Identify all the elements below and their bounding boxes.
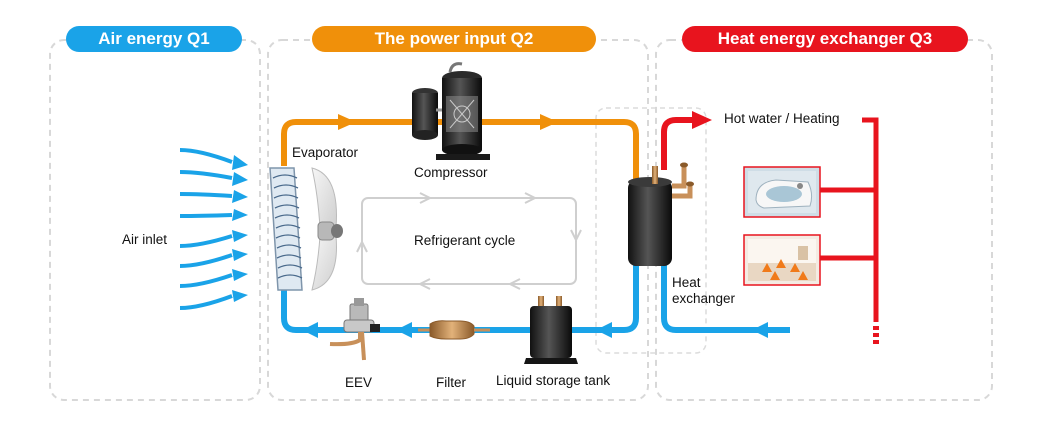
blue-arrow-3 [302, 322, 318, 338]
liquid-tank-icon [524, 296, 578, 364]
heat-exchanger-tank-icon [628, 162, 694, 266]
hot-water-heating-label: Hot water / Heating [724, 111, 840, 126]
air-section-box [49, 39, 261, 401]
orange-arrow-1 [338, 114, 356, 130]
heat-exchanger-label-line2: exchanger [672, 291, 736, 306]
compressor-label: Compressor [414, 165, 488, 180]
cold-refrigerant-pipe [281, 262, 639, 333]
exchanger-dashed-box [595, 107, 707, 354]
hot-water-arrow [692, 111, 712, 129]
evaporator-coil-icon [269, 167, 303, 291]
liquid-storage-tank-label: Liquid storage tank [496, 373, 611, 388]
air-energy-title: Air energy Q1 [66, 26, 242, 52]
floor-heating-photo-icon [743, 234, 821, 286]
air-inlet-arrowheads [232, 155, 248, 302]
blue-arrow-1 [596, 322, 612, 338]
bathtub-photo-icon [743, 166, 821, 218]
filter-label: Filter [436, 375, 466, 390]
water-return-arrow [752, 322, 768, 338]
heating-pipe-dashed-end [873, 326, 879, 344]
orange-arrow-2 [540, 114, 558, 130]
power-input-title: The power input Q2 [312, 26, 596, 52]
refrigerant-cycle-label: Refrigerant cycle [414, 233, 516, 248]
refrigerant-cycle-loop [356, 192, 582, 290]
fan-icon [311, 167, 343, 291]
heating-distribution-pipes [820, 117, 879, 322]
filter-drier-icon [418, 320, 490, 340]
water-return-pipe [661, 262, 790, 333]
air-inlet-arrows [179, 148, 233, 310]
expansion-valve-icon [329, 298, 380, 361]
hot-water-pipe [661, 117, 700, 170]
eev-label: EEV [345, 375, 373, 390]
compressor-icon [412, 62, 490, 160]
heat-exchanger-label-line1: Heat [672, 275, 701, 290]
air-inlet-label: Air inlet [122, 232, 168, 247]
blue-arrow-2 [396, 322, 412, 338]
heat-exchanger-title: Heat energy exchanger Q3 [682, 26, 968, 52]
evaporator-label: Evaporator [292, 145, 359, 160]
